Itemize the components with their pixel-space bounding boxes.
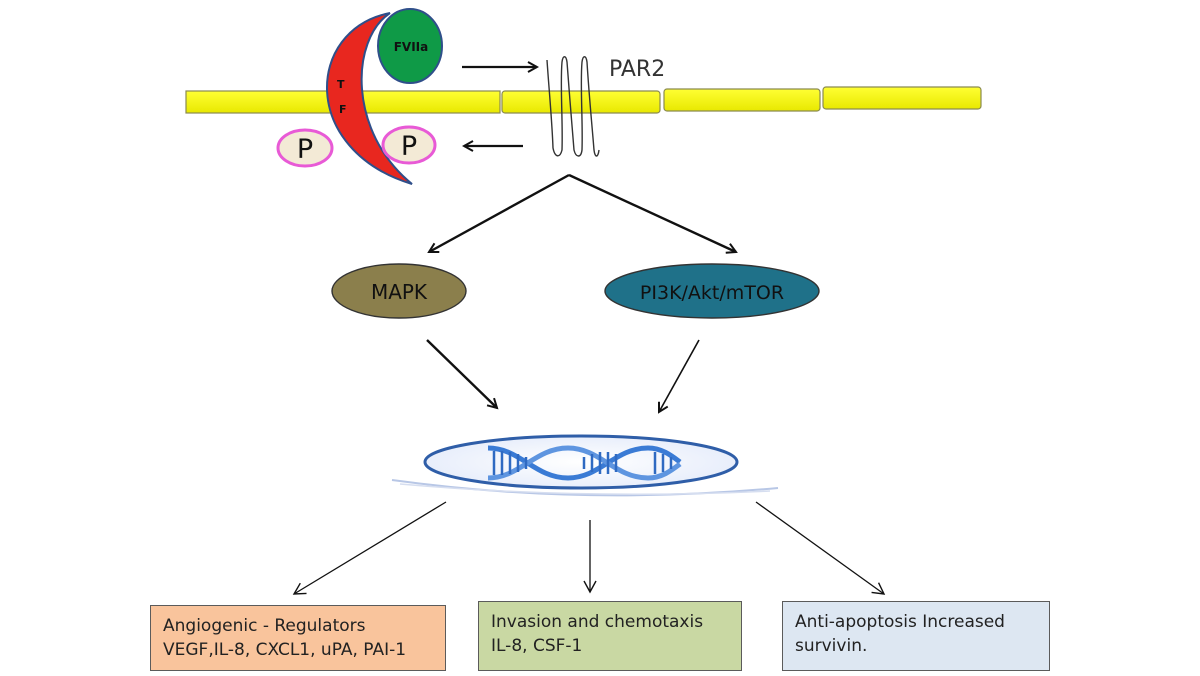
tf-label-t: T — [337, 78, 345, 91]
fviia-ellipse — [377, 8, 443, 84]
cell-membrane — [185, 86, 982, 114]
pi3k-label: PI3K/Akt/mTOR — [640, 282, 784, 304]
membrane-segment — [663, 88, 821, 112]
phospho-right-label: P — [401, 131, 417, 162]
dna-icon — [391, 434, 779, 497]
mapk-label: MAPK — [371, 280, 428, 304]
tissue-factor-shape — [326, 12, 413, 185]
antiapoptosis-box: Anti-apoptosis Increased survivin. — [782, 601, 1050, 671]
angiogenic-line2: VEGF,IL-8, CXCL1, uPA, PAI-1 — [163, 640, 407, 660]
arrow-to-mapk — [429, 173, 570, 254]
par2-receptor — [546, 56, 600, 157]
arrow-mapk-to-dna — [426, 339, 497, 408]
invasion-line1: Invasion and chemotaxis — [491, 612, 704, 632]
phospho-left-ellipse — [276, 128, 334, 168]
arrow-pi3k-to-dna — [659, 339, 700, 412]
antiapoptosis-line2: survivin. — [795, 636, 868, 656]
invasion-box: Invasion and chemotaxis IL-8, CSF-1 — [478, 601, 742, 671]
arrow-dna-to-angiogenic — [292, 501, 447, 595]
phospho-right-ellipse — [381, 125, 437, 165]
pi3k-node — [604, 263, 820, 319]
par2-label: PAR2 — [609, 57, 665, 82]
mapk-node — [331, 263, 467, 319]
angiogenic-box: Angiogenic - Regulators VEGF,IL-8, CXCL1… — [150, 605, 446, 671]
phospho-left-label: P — [297, 134, 313, 165]
antiapoptosis-line1: Anti-apoptosis Increased — [795, 612, 1005, 632]
fviia-label: FVIIa — [394, 40, 429, 54]
angiogenic-line1: Angiogenic - Regulators — [163, 616, 366, 636]
tf-label-f: F — [339, 103, 347, 116]
arrow-to-pi3k — [568, 173, 736, 252]
invasion-line2: IL-8, CSF-1 — [491, 636, 583, 656]
membrane-segment — [822, 86, 982, 110]
arrow-dna-to-antiapoptosis — [755, 501, 886, 595]
